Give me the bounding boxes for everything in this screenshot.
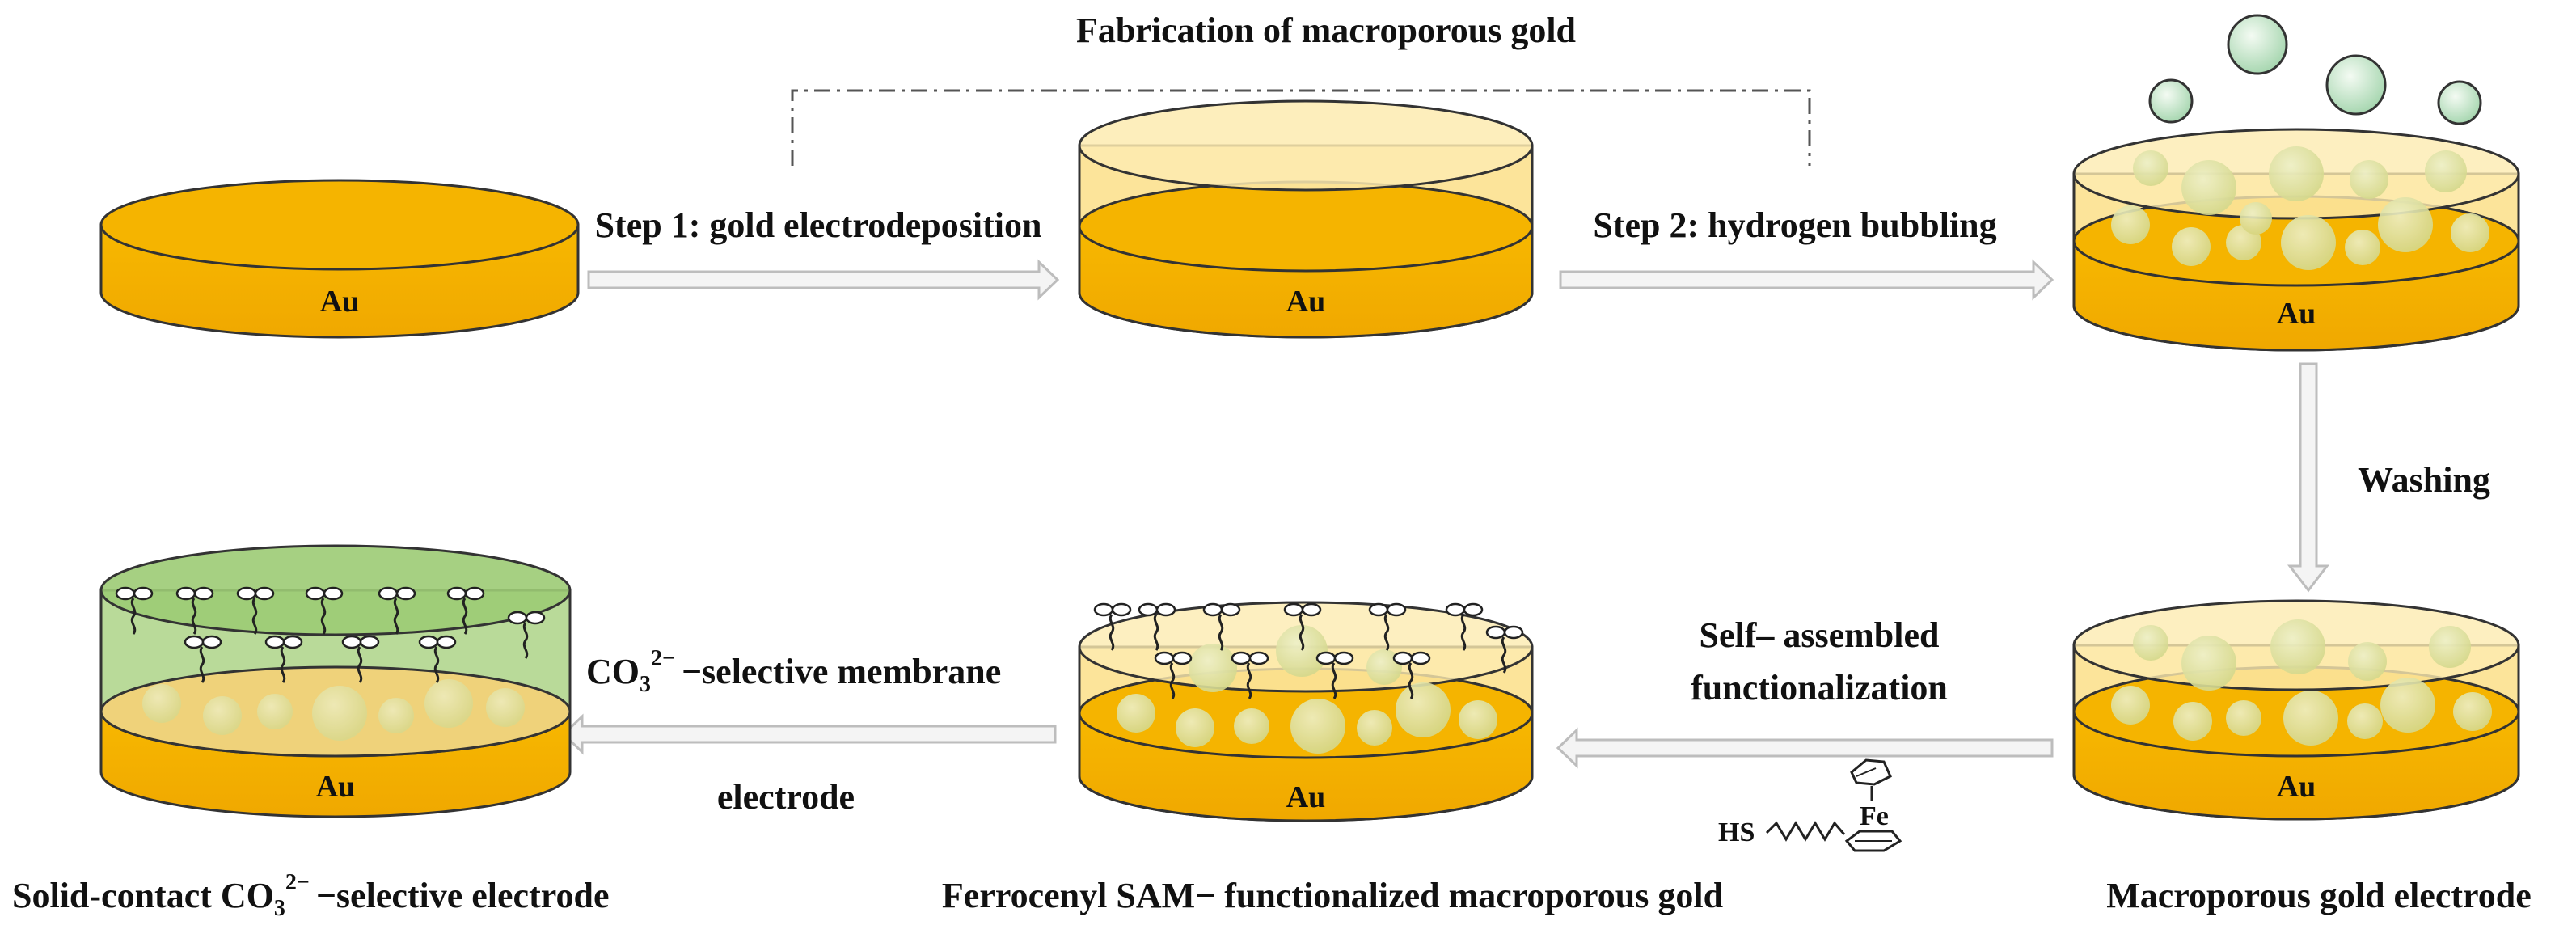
disc-plain-label: Au <box>320 285 360 319</box>
bubble <box>2148 78 2194 124</box>
molecule-thiol-label: HS <box>1718 818 1755 847</box>
caption-ferrocenyl: Ferrocenyl SAM− functionalized macroporo… <box>942 876 1723 915</box>
title-fabrication: Fabrication of macroporous gold <box>1076 11 1576 50</box>
arrow-washing <box>2287 362 2330 593</box>
disc-electrodeposited: Au <box>1078 99 1534 339</box>
molecule-metal-label: Fe <box>1860 801 1889 831</box>
arrow-functionalization <box>1556 727 2054 769</box>
disc-plain-au: Au <box>99 179 580 339</box>
label-membrane-electrode: electrode <box>717 777 855 817</box>
bubble <box>2437 80 2482 125</box>
fabrication-bracket <box>791 89 1811 166</box>
label-functionalization: functionalization <box>1691 668 1948 708</box>
membrane-species: CO <box>586 652 640 691</box>
disc-macroporous: Au <box>2072 599 2520 821</box>
membrane-subscript: 3 <box>640 672 651 697</box>
bubble <box>2227 14 2288 75</box>
caption-solid-sub: 3 <box>274 896 285 921</box>
caption-solid-sup: 2− <box>285 870 310 895</box>
disc-bubbling-label: Au <box>2277 297 2316 331</box>
caption-macroporous: Macroporous gold electrode <box>2106 876 2532 915</box>
disc-solid-contact: Au <box>99 544 572 818</box>
label-membrane: CO32− −selective membrane <box>586 646 1001 697</box>
ferrocenyl-thiol-molecule: HS Fe <box>1718 758 1902 852</box>
label-self-assembled: Self– assembled <box>1700 615 1940 655</box>
disc-bubbling: Au <box>2072 14 2520 352</box>
disc-deposited-label: Au <box>1286 285 1326 319</box>
membrane-rest: −selective membrane <box>682 652 1001 691</box>
label-step1: Step 1: gold electrodeposition <box>595 205 1042 245</box>
label-step2: Step 2: hydrogen bubbling <box>1593 205 1996 245</box>
disc-solid-label: Au <box>316 770 356 804</box>
arrow-step2 <box>1559 259 2054 301</box>
caption-solid-post: −selective electrode <box>316 876 610 915</box>
disc-macroporous-label: Au <box>2277 770 2316 804</box>
caption-solid-pre: Solid-contact CO <box>12 876 274 915</box>
bubble <box>2325 54 2387 116</box>
label-washing: Washing <box>2358 460 2490 500</box>
disc-ferrocenyl-label: Au <box>1286 780 1326 814</box>
caption-solid-contact: Solid-contact CO32−−selective electrode <box>12 870 609 921</box>
arrow-membrane <box>561 713 1057 755</box>
arrow-step1 <box>587 259 1060 301</box>
membrane-superscript: 2− <box>651 646 675 671</box>
disc-ferrocenyl-sam: Au <box>1078 601 1534 822</box>
